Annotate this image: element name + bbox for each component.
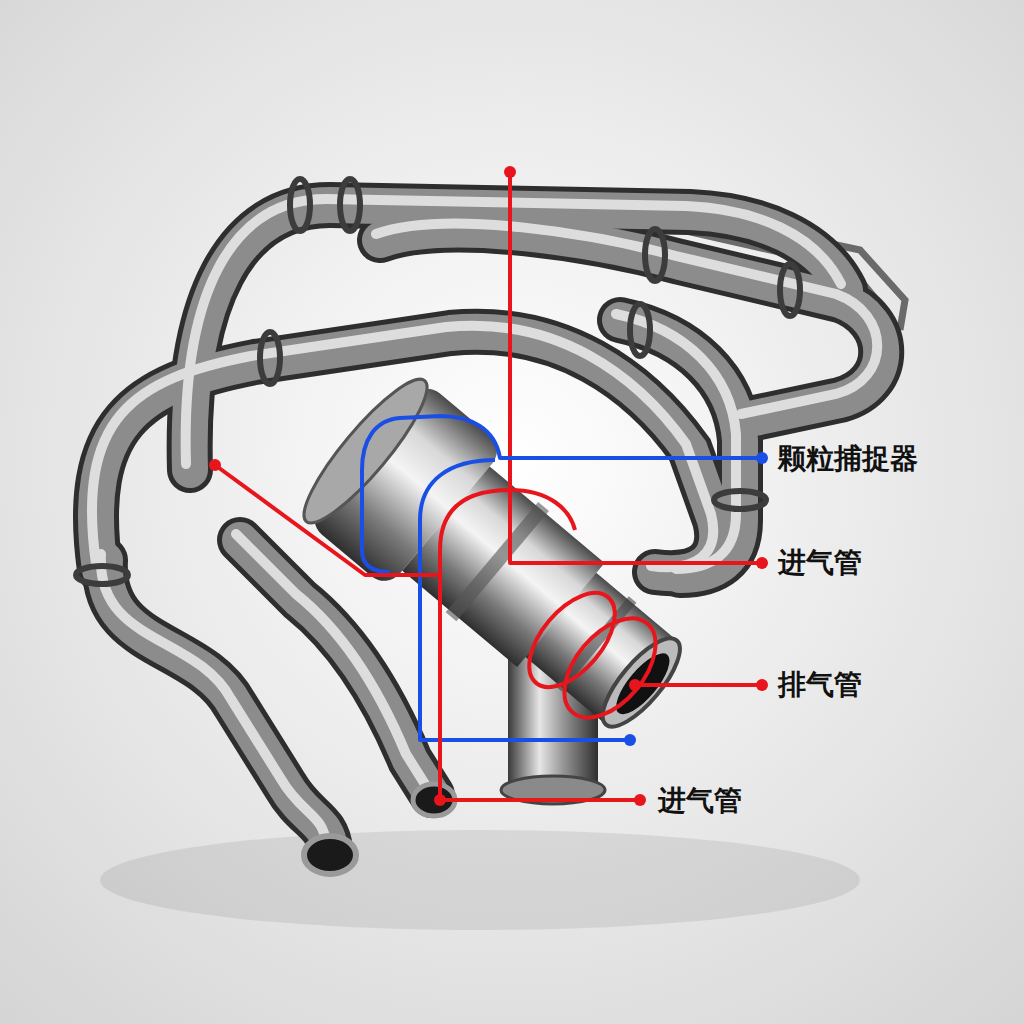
leader-dot [756,452,768,464]
ring [630,304,650,356]
pipe [101,554,326,844]
ring [645,229,665,281]
part-label: 颗粒捕捉器 [778,442,918,476]
pipe-body [96,205,881,850]
leader-ring [513,578,631,702]
ring [76,566,128,584]
pipe-shadow [96,205,881,850]
leader-dot [629,679,641,691]
shadow [100,830,860,930]
leader-line [420,460,630,740]
leader-dot [209,459,221,471]
ring [714,491,766,509]
leader-line [440,490,575,575]
pipe-highlight [92,199,877,844]
leader-dot [756,679,768,691]
leader-line [635,683,762,687]
ring [780,264,800,316]
ring [340,179,360,231]
leader-dot [756,557,768,569]
ring [290,179,310,231]
leader-line [215,465,440,575]
leader-dot [634,794,646,806]
leader-dots [209,166,768,806]
leader-lines [215,172,762,800]
leader-dot [504,166,516,178]
leader-line [440,575,640,800]
leader-dot [624,734,636,746]
pipe-opening [304,836,356,874]
part-label: 进气管 [658,784,742,818]
header-pipes [92,199,881,850]
leader-line [510,172,762,563]
leader-ring [547,602,674,735]
leader-dot [434,794,446,806]
part-label: 排气管 [778,668,862,702]
part-label: 进气管 [778,546,862,580]
ring [260,332,280,384]
